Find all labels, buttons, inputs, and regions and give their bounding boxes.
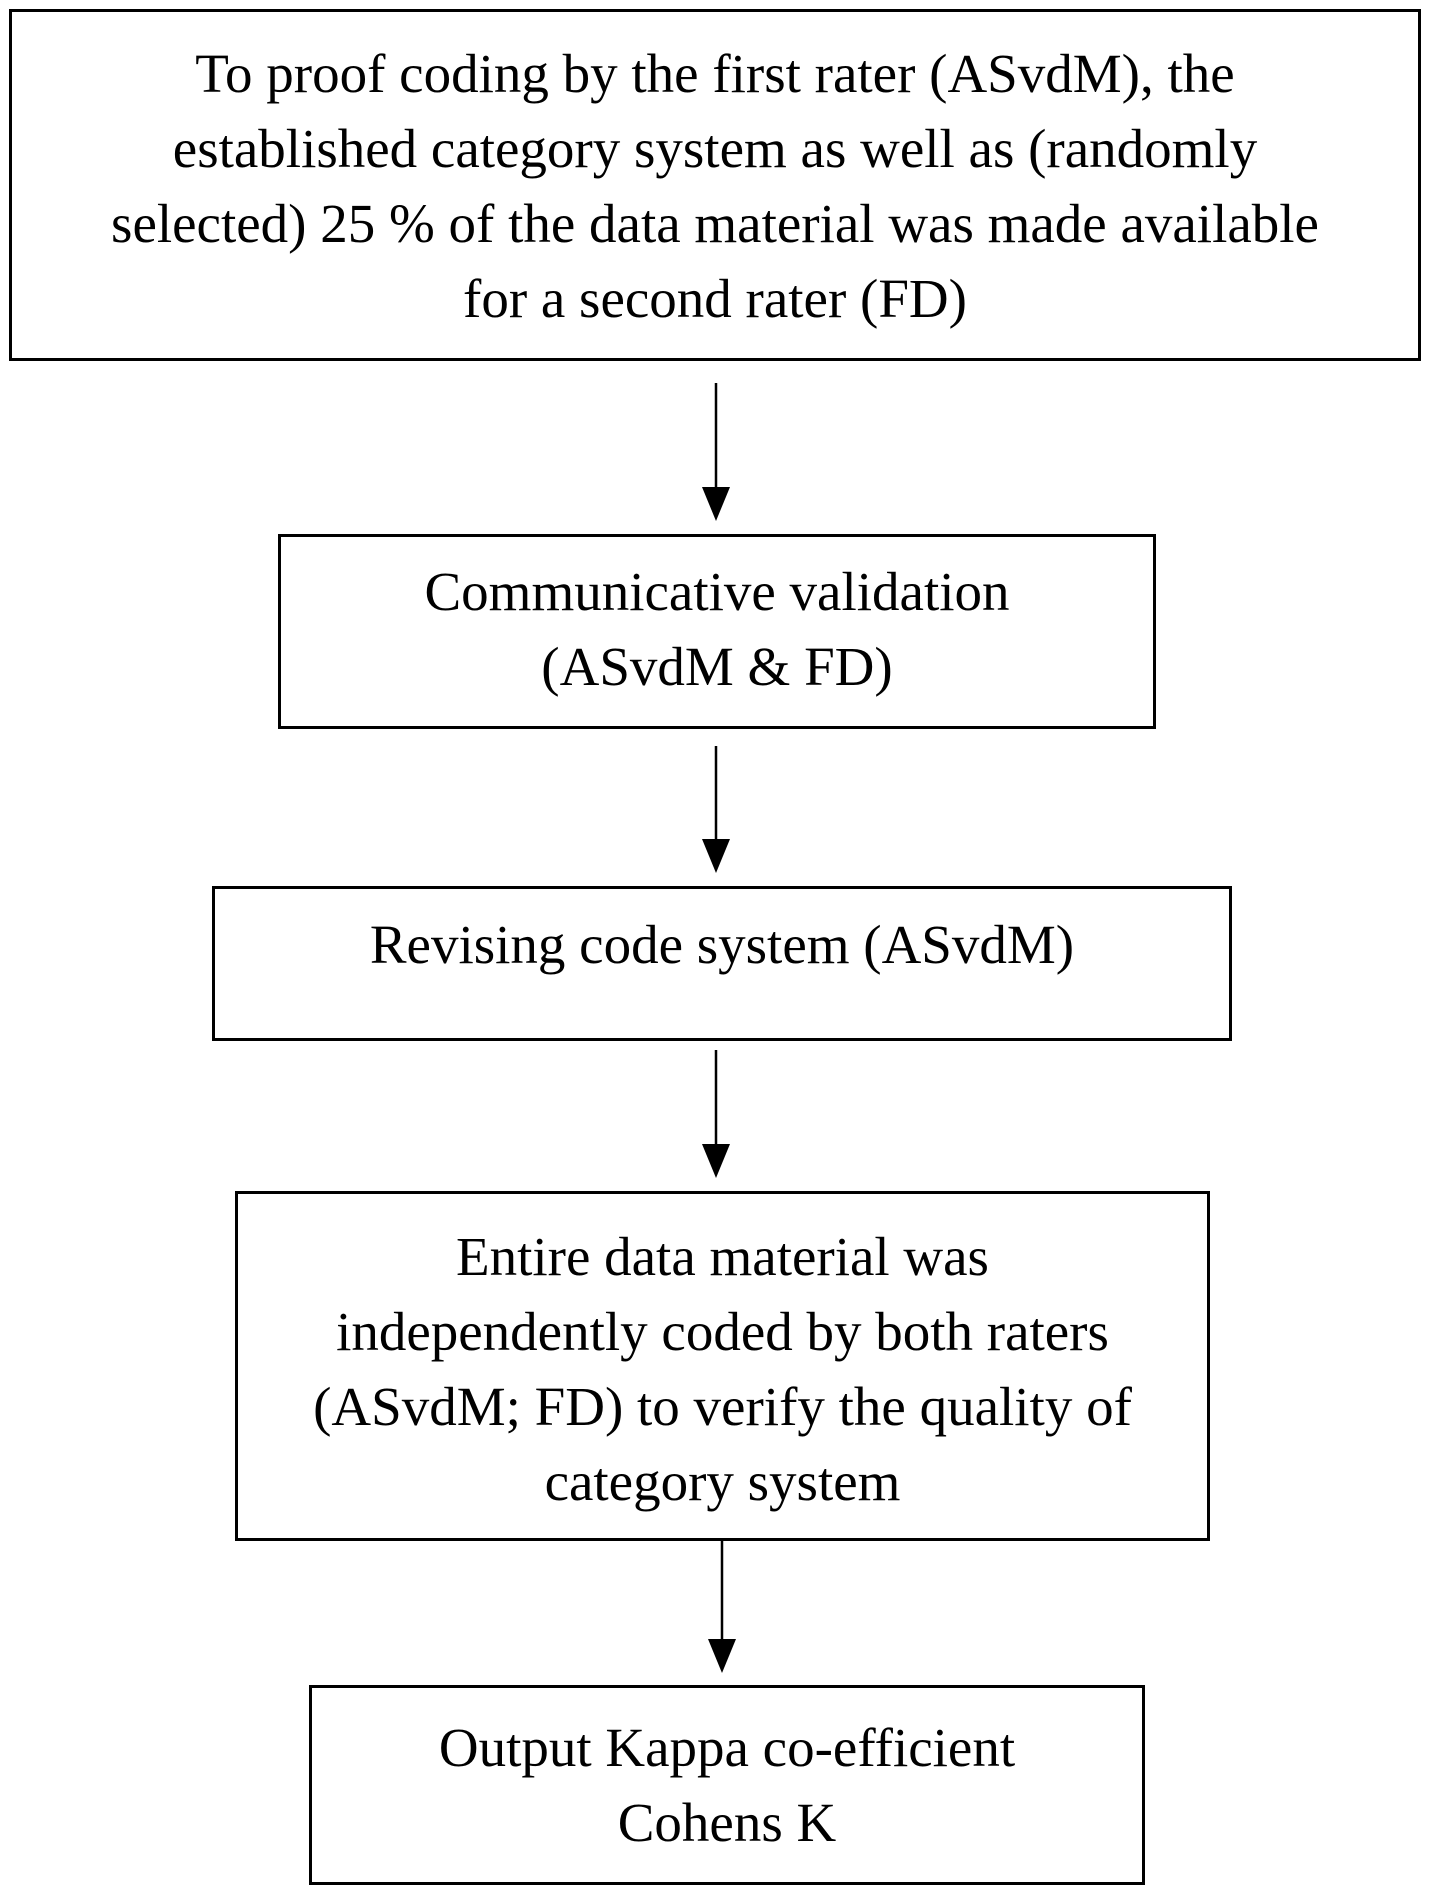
box-text-line: To proof coding by the first rater (ASvd… [195,43,1235,104]
arrow-4 [708,1541,736,1673]
box-text-line: (ASvdM & FD) [541,636,893,697]
box-text-line: Cohens K [617,1792,837,1853]
box-text-line: selected) 25 % of the data material was … [111,193,1319,254]
box-text-line: (ASvdM; FD) to verify the quality of [313,1376,1132,1437]
box-text-line: Communicative validation [424,561,1010,622]
arrow-1 [702,383,730,521]
step-box-independent-coding: Entire data material was independently c… [235,1191,1210,1541]
box-text-line: Entire data material was [456,1226,989,1287]
box-text-line: for a second rater (FD) [463,268,967,329]
box-text-line: established category system as well as (… [172,118,1258,179]
arrow-2 [702,746,730,873]
box-text-line: category system [544,1451,901,1512]
step-box-proof-coding: To proof coding by the first rater (ASvd… [9,9,1421,361]
step-box-output-kappa: Output Kappa co-efficient Cohens K [309,1685,1145,1885]
step-box-communicative-validation: Communicative validation (ASvdM & FD) [278,534,1156,729]
box-text-line: Output Kappa co-efficient [438,1717,1016,1778]
step-box-revising-code-system: Revising code system (ASvdM) [212,886,1232,1041]
arrow-3 [702,1050,730,1178]
box-text-line: independently coded by both raters [336,1301,1109,1362]
box-text-line: Revising code system (ASvdM) [369,914,1075,975]
